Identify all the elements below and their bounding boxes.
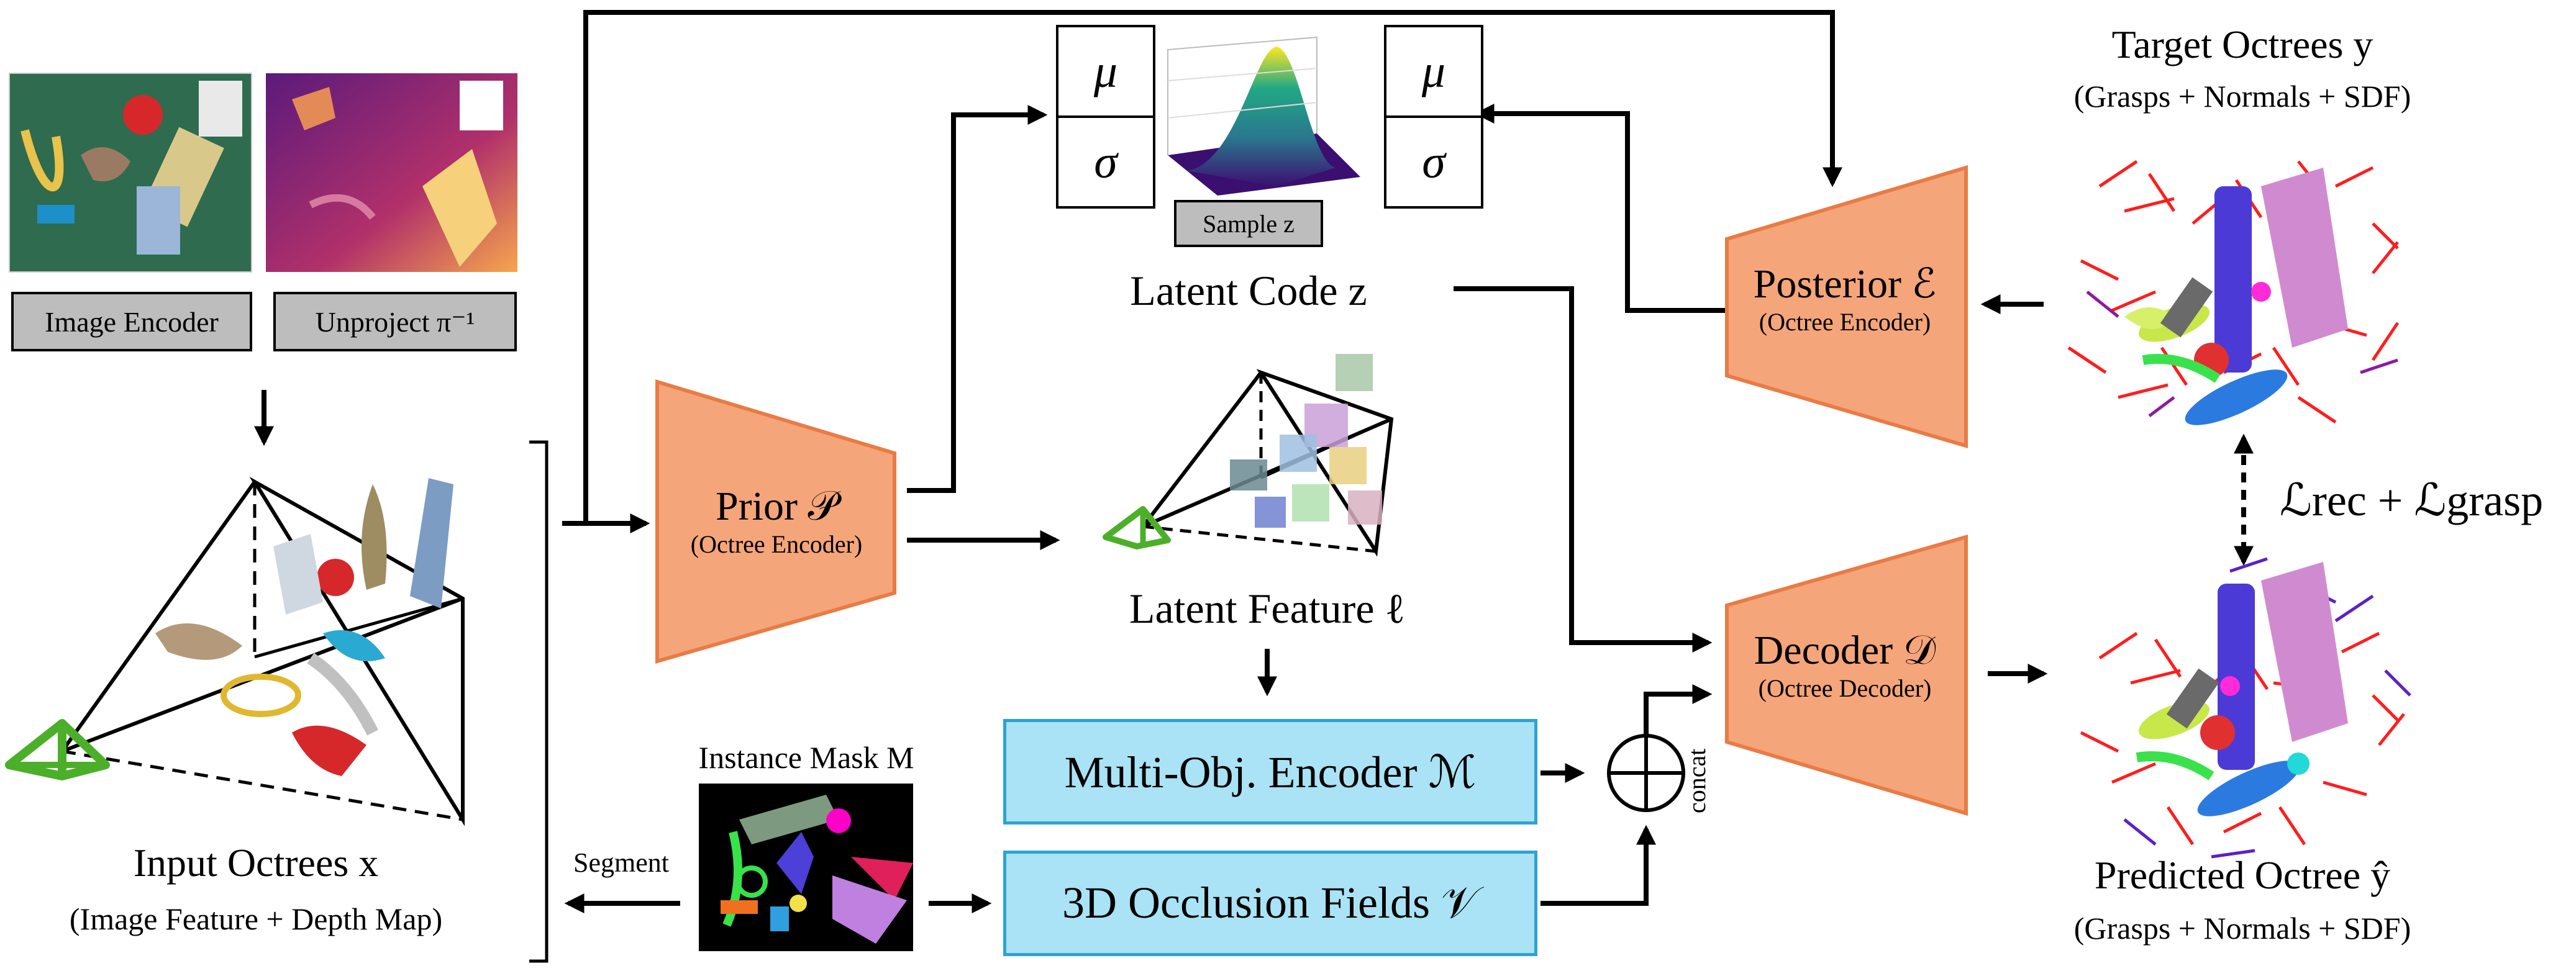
decoder: Decoder 𝒟 (Octree Decoder)	[1721, 627, 1969, 703]
unproject-button: Unproject π⁻¹	[273, 292, 517, 351]
input-bracket	[529, 440, 548, 963]
target-octrees-title: Target Octrees y	[2111, 22, 2373, 66]
rgb-image	[9, 73, 252, 273]
latent-code-label: Latent Code z	[1130, 267, 1367, 314]
prior-encoder: Prior 𝒫 (Octree Encoder)	[646, 483, 907, 559]
sample-z-button: Sample z	[1174, 200, 1323, 247]
prior-mu-box: μ	[1056, 25, 1155, 118]
camera-icon	[5, 719, 110, 780]
predicted-octree-title: Predicted Octree ŷ	[2094, 853, 2391, 897]
image-encoder-button: Image Encoder	[11, 292, 252, 351]
gaussian-plot	[1167, 36, 1360, 196]
predicted-octree-subtitle: (Grasps + Normals + SDF)	[2073, 911, 2411, 946]
multi-obj-encoder: Multi-Obj. Encoder ℳ	[1003, 719, 1537, 825]
input-octrees-title: Input Octrees x	[133, 841, 379, 885]
decoder-shape	[1725, 535, 1968, 816]
prior-encoder-subtitle: (Octree Encoder)	[690, 530, 863, 558]
instance-mask-label: Instance Mask M	[698, 740, 914, 775]
occlusion-fields: 3D Occlusion Fields 𝒱	[1003, 851, 1537, 956]
decoder-subtitle: (Octree Decoder)	[1758, 674, 1932, 702]
posterior-mu-box: μ	[1384, 25, 1483, 118]
prior-encoder-title: Prior 𝒫	[715, 484, 838, 529]
camera-icon-small	[1103, 506, 1171, 549]
depth-image	[266, 73, 517, 272]
latent-feature-label: Latent Feature ℓ	[1129, 585, 1406, 632]
latent-feature-frustum	[1141, 354, 1394, 557]
input-frustum	[60, 476, 465, 826]
posterior-encoder-shape	[1725, 165, 1968, 449]
predicted-octree-render	[2080, 557, 2411, 859]
concat-label: concat	[1683, 748, 1711, 813]
input-octrees-subtitle: (Image Feature + Depth Map)	[69, 901, 443, 936]
posterior-sigma-box: σ	[1384, 115, 1483, 209]
prior-encoder-shape	[655, 379, 896, 664]
concat-symbol	[1607, 734, 1685, 812]
instance-mask-image	[699, 784, 913, 951]
decoder-title: Decoder 𝒟	[1754, 628, 1936, 673]
posterior-encoder: Posterior ℰ (Octree Encoder)	[1721, 261, 1969, 337]
posterior-encoder-subtitle: (Octree Encoder)	[1759, 307, 1931, 336]
target-octrees-subtitle: (Grasps + Normals + SDF)	[2073, 79, 2411, 114]
prior-sigma-box: σ	[1056, 115, 1155, 209]
segment-label: Segment	[573, 847, 669, 878]
loss-label: ℒrec + ℒgrasp	[2280, 476, 2544, 525]
posterior-encoder-title: Posterior ℰ	[1753, 261, 1937, 307]
target-octree-render	[2067, 160, 2400, 425]
